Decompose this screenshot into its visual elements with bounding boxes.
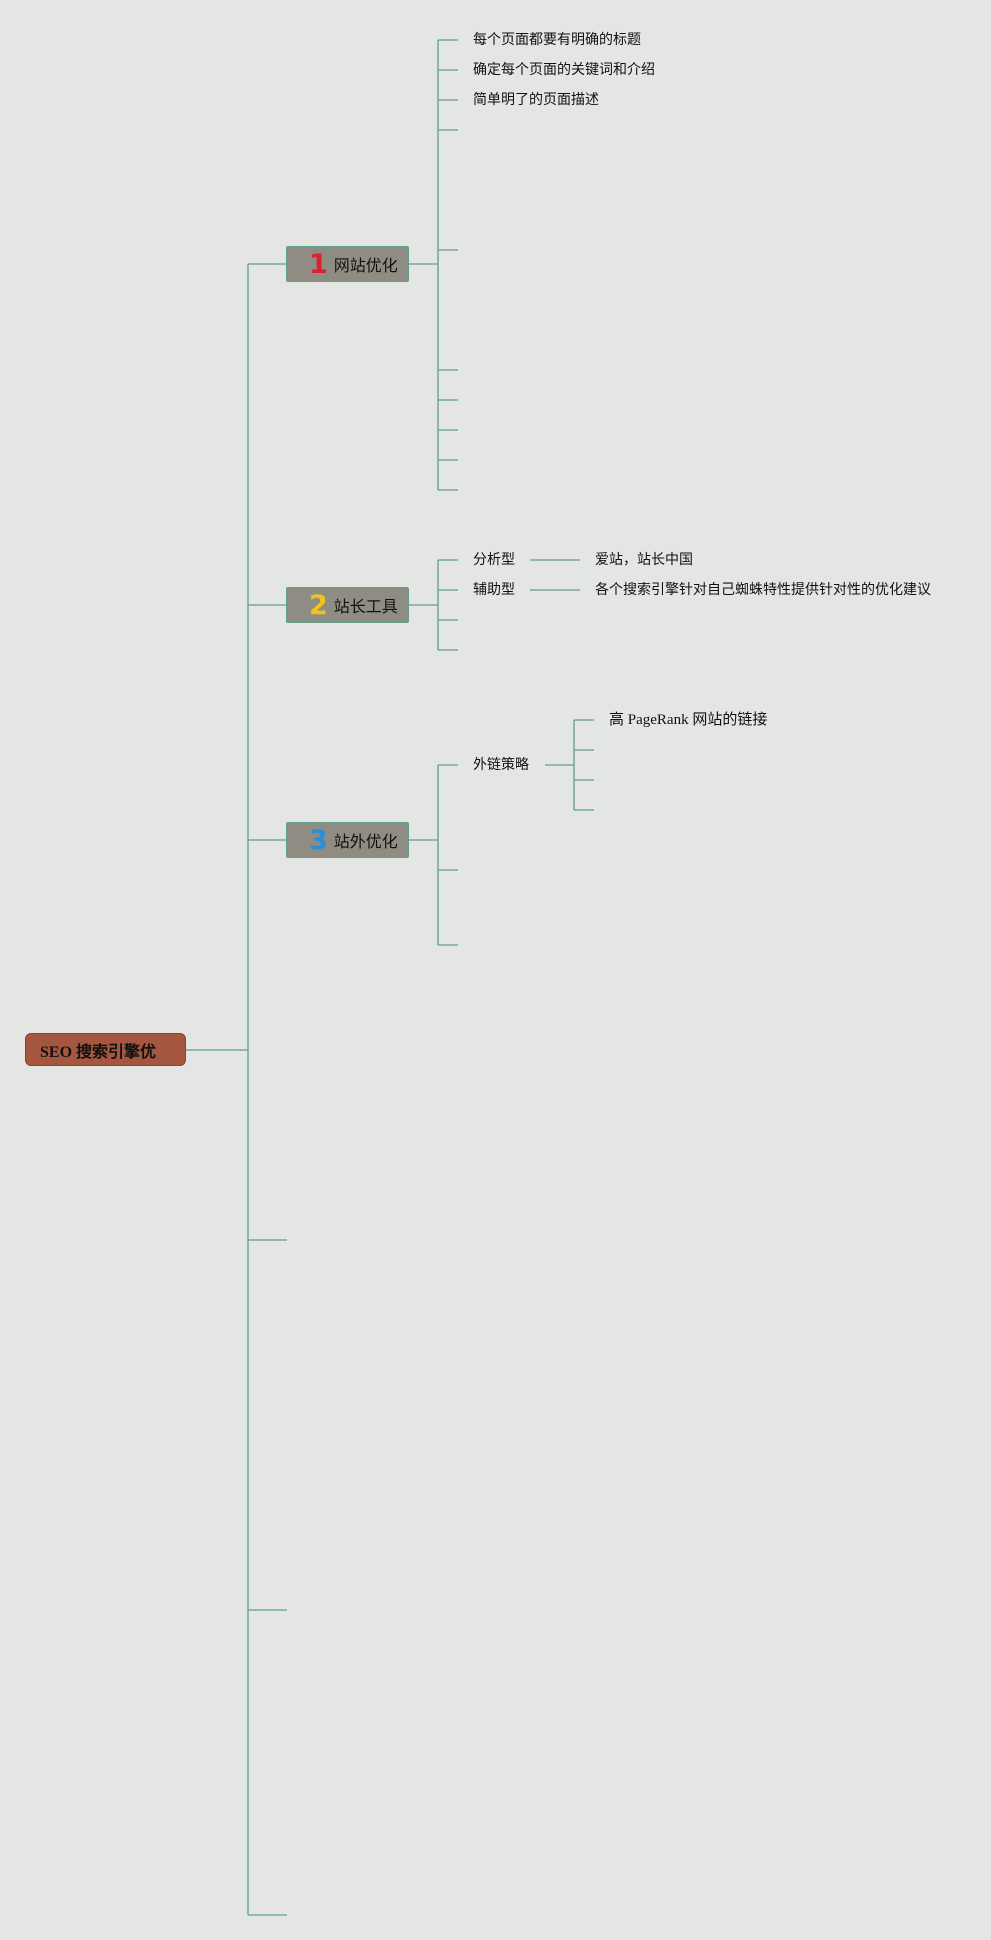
leaf-node[interactable]: 简单明了的页面描述 [473,92,599,108]
branch-node-offsite-optimization[interactable]: 3 站外优化 [286,822,409,858]
root-node-label: SEO 搜索引擎优 [40,1043,157,1061]
leaf-node-analysis-type[interactable]: 分析型 [473,552,515,568]
leaf-node-link-strategy[interactable]: 外链策略 [473,757,529,773]
leaf-node[interactable]: 确定每个页面的关键词和介绍 [473,62,655,78]
branch-label: 网站优化 [333,256,398,275]
leaf-node-detail[interactable]: 各个搜索引擎针对自己蜘蛛特性提供针对性的优化建议 [595,582,931,598]
leaf-node[interactable]: 每个页面都要有明确的标题 [473,32,641,48]
leaf-node-detail[interactable]: 爱站，站长中国 [595,552,693,568]
branch-label: 站长工具 [333,597,398,616]
leaf-node-high-pagerank[interactable]: 高 PageRank 网站的链接 [609,712,768,728]
number-2-icon: 2 [309,589,328,621]
root-node[interactable]: SEO 搜索引擎优 [25,1033,186,1066]
number-3-icon: 3 [309,824,328,856]
branch-label: 站外优化 [333,832,398,851]
number-1-icon: 1 [309,248,328,280]
branch-node-website-optimization[interactable]: 1 网站优化 [286,246,409,282]
branch-node-webmaster-tools[interactable]: 2 站长工具 [286,587,409,623]
leaf-node-auxiliary-type[interactable]: 辅助型 [473,582,515,598]
